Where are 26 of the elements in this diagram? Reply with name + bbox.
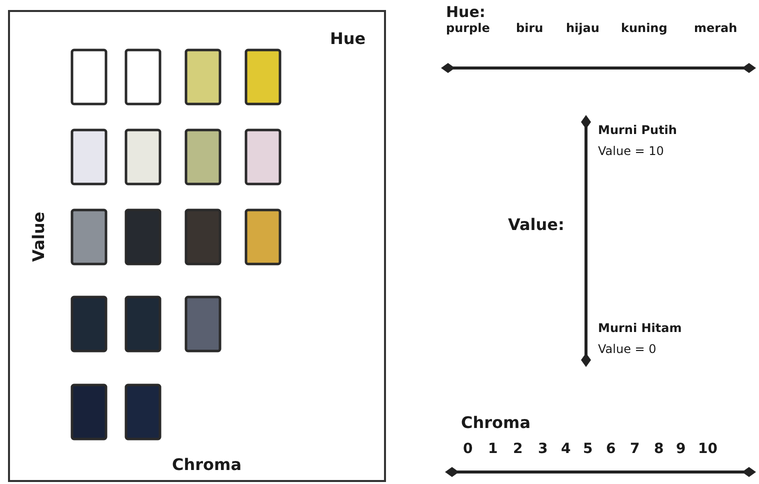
endpoint-label: Murni Hitam [598, 322, 682, 336]
axis-label: Hue [330, 30, 366, 48]
endpoint-value: Value = 10 [598, 145, 664, 158]
scale-title: Hue: [446, 4, 486, 20]
scale-tick-label: purple [446, 22, 490, 36]
endpoint-value: Value = 0 [598, 343, 656, 356]
scale-tick-label: 0 [463, 442, 473, 458]
scale-tick-label: 7 [630, 442, 640, 458]
scale-tick-label: biru [516, 22, 544, 36]
scale-tick-label: 3 [538, 442, 548, 458]
scale-title: Value: [508, 216, 564, 234]
scale-tick-label: hijau [566, 22, 600, 36]
scale-tick-label: 6 [606, 442, 616, 458]
scale-tick-label: 5 [583, 442, 593, 458]
endpoint-label: Murni Putih [598, 124, 677, 138]
scale-tick-label: 4 [561, 442, 571, 458]
scale-tick-label: 2 [513, 442, 523, 458]
scale-tick-label: 10 [698, 442, 718, 458]
scale-tick-label: 1 [488, 442, 498, 458]
scale-tick-label: 9 [676, 442, 686, 458]
axis-label: Value [30, 212, 48, 262]
scale-tick-label: kuning [621, 22, 668, 36]
scale-tick-label: merah [694, 22, 738, 36]
scale-tick-label: 8 [654, 442, 664, 458]
scale-title: Chroma [461, 414, 530, 432]
axis-label: Chroma [172, 456, 242, 474]
